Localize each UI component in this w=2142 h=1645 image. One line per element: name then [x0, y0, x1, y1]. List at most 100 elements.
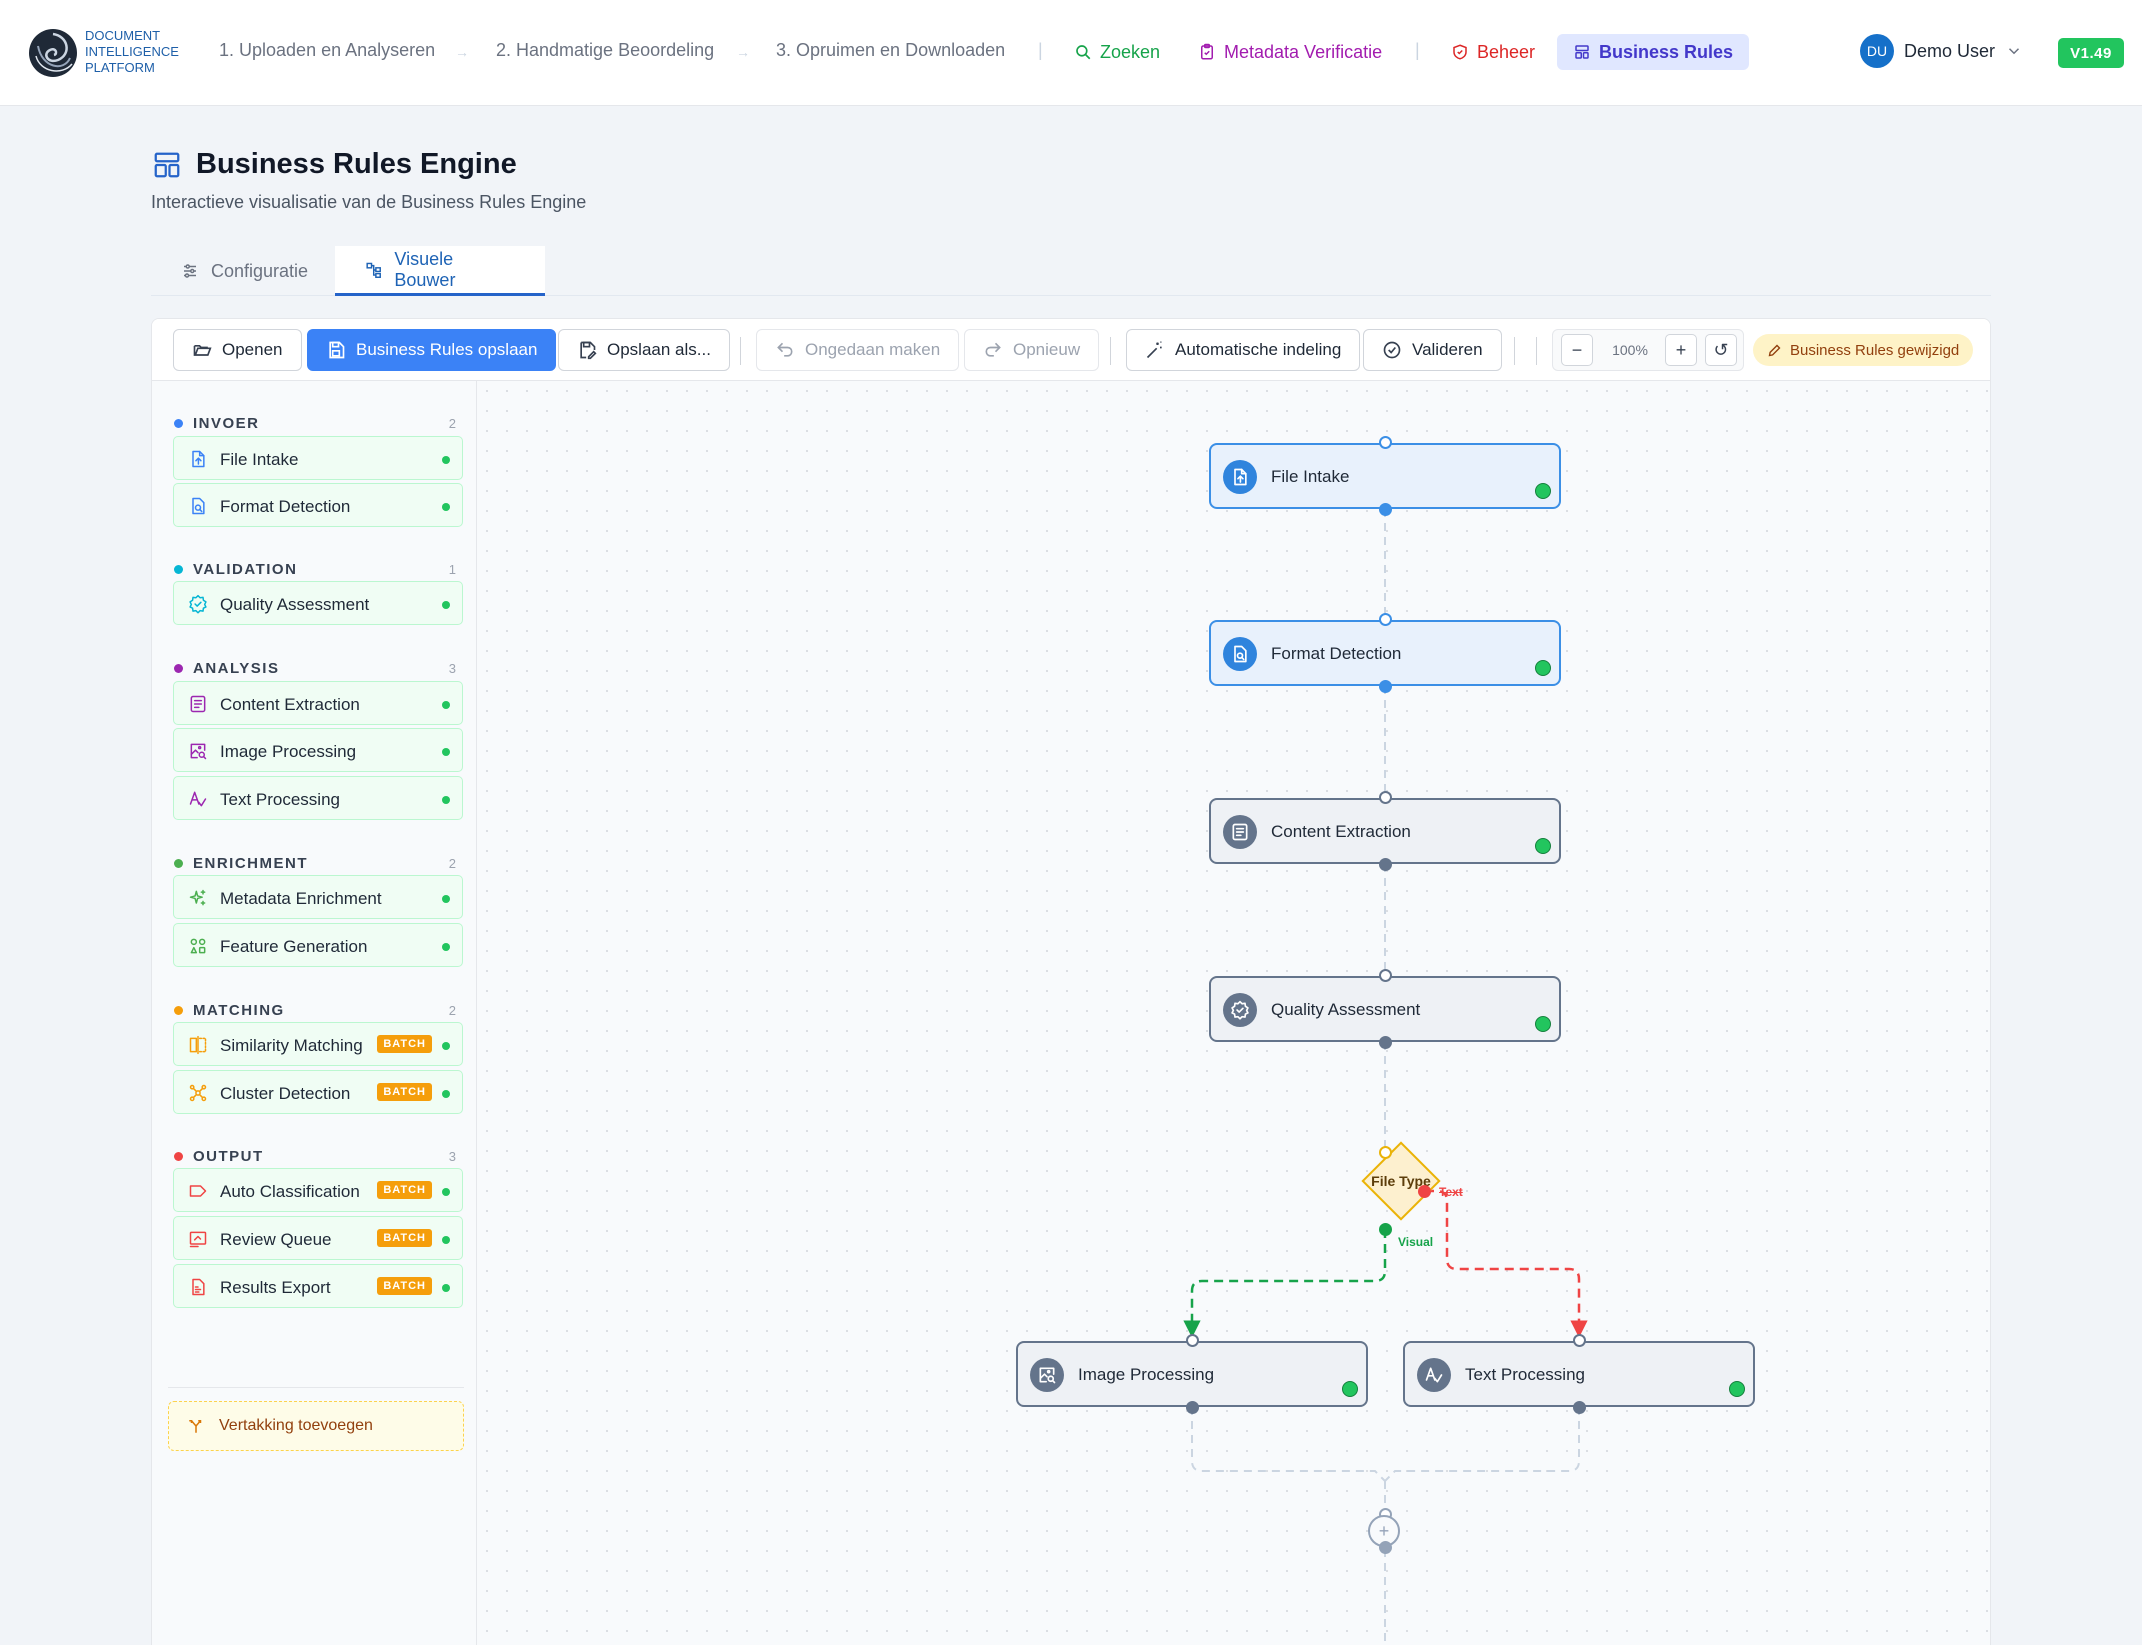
- node-output-handle[interactable]: [1378, 858, 1392, 871]
- brand-name[interactable]: DOCUMENT INTELLIGENCE PLATFORM: [85, 28, 205, 76]
- save-business-rules-button[interactable]: Business Rules opslaan: [307, 329, 557, 371]
- flow-edges: [1183, 509, 1588, 1645]
- save-as-button-label: Opslaan als...: [607, 340, 711, 359]
- node-label: Format Detection: [1271, 644, 1402, 663]
- node-input-handle[interactable]: [1378, 969, 1392, 982]
- palette-item-content-extraction[interactable]: Content Extraction: [173, 681, 463, 725]
- nav-link-admin[interactable]: Beheer: [1443, 34, 1543, 70]
- text-check-icon: [1425, 1367, 1443, 1383]
- node-input-handle[interactable]: [1378, 791, 1392, 804]
- flow-node-file-intake[interactable]: File Intake: [1209, 443, 1561, 509]
- node-input-handle[interactable]: [1378, 436, 1392, 449]
- palette-item-label: Results Export: [220, 1278, 331, 1297]
- category-name: ENRICHMENT: [193, 855, 308, 872]
- layout-icon: [1575, 45, 1589, 59]
- zoom-in-button[interactable]: +: [1665, 334, 1697, 366]
- flow-node-content-extraction[interactable]: Content Extraction: [1209, 798, 1561, 864]
- decision-visual-handle[interactable]: [1379, 1223, 1392, 1236]
- reset-view-button[interactable]: ↺: [1705, 334, 1737, 366]
- edge-text-merge[interactable]: [1384, 1407, 1580, 1482]
- node-output-handle[interactable]: [1378, 503, 1392, 516]
- nav-link-metadata[interactable]: Metadata Verificatie: [1190, 34, 1390, 70]
- branch-icon: [189, 1420, 202, 1433]
- palette-item-quality-assessment[interactable]: Quality Assessment: [173, 581, 463, 625]
- tab-configuration[interactable]: Configuratie: [151, 246, 338, 296]
- palette-item-file-intake[interactable]: File Intake: [173, 436, 463, 480]
- decision-text-handle[interactable]: [1418, 1185, 1431, 1198]
- category-dot: [174, 859, 183, 868]
- node-output-handle[interactable]: [1572, 1401, 1586, 1414]
- visual-builder-panel: Openen Business Rules opslaan Opslaan al…: [151, 318, 1991, 1645]
- palette-divider: [168, 1387, 464, 1388]
- tab-visual-builder[interactable]: Visuele Bouwer: [335, 246, 545, 296]
- palette-item-image-processing[interactable]: Image Processing: [173, 728, 463, 772]
- zoom-controls: − 100% + ↺: [1552, 329, 1744, 371]
- palette-item-metadata-enrichment[interactable]: Metadata Enrichment: [173, 875, 463, 919]
- status-dot: [442, 748, 450, 756]
- category-name: MATCHING: [193, 1002, 285, 1019]
- validate-button-label: Valideren: [1412, 340, 1483, 359]
- edge-image-merge[interactable]: [1191, 1407, 1386, 1482]
- auto-layout-button[interactable]: Automatische indeling: [1126, 329, 1361, 371]
- nav-link-search-label: Zoeken: [1100, 41, 1161, 62]
- palette-item-format-detection[interactable]: Format Detection: [173, 483, 463, 527]
- nav-link-business-rules[interactable]: Business Rules: [1557, 34, 1750, 70]
- edge-decision-text[interactable]: [1425, 1189, 1588, 1338]
- flow-node-quality-assessment[interactable]: Quality Assessment: [1209, 976, 1561, 1042]
- flow-node-image-processing[interactable]: Image Processing: [1016, 1341, 1368, 1407]
- node-input-handle[interactable]: [1572, 1334, 1586, 1347]
- image-search-icon: [1039, 1367, 1056, 1384]
- undo-button[interactable]: Ongedaan maken: [756, 329, 960, 371]
- validate-button[interactable]: Valideren: [1363, 329, 1502, 371]
- avatar: DU: [1860, 34, 1894, 68]
- category-count: 2: [448, 416, 456, 431]
- node-input-handle[interactable]: [1378, 613, 1392, 626]
- palette-item-icon: [188, 936, 208, 956]
- nav-step-review[interactable]: 2. Handmatige Beoordeling: [496, 40, 715, 60]
- open-button[interactable]: Openen: [173, 329, 302, 371]
- verified-badge-icon: [189, 594, 207, 614]
- palette-item-feature-generation[interactable]: Feature Generation: [173, 923, 463, 967]
- node-input-handle[interactable]: [1185, 1334, 1199, 1347]
- folder-open-icon: [193, 345, 212, 356]
- node-output-handle[interactable]: [1378, 680, 1392, 693]
- nav-step-cleanup[interactable]: 3. Opruimen en Downloaden: [776, 40, 1006, 60]
- toolbar-divider: [1514, 337, 1515, 365]
- flow-node-text-processing[interactable]: Text Processing: [1403, 1341, 1755, 1407]
- undo-button-label: Ongedaan maken: [805, 340, 941, 359]
- batch-badge: BATCH: [377, 1083, 432, 1101]
- layout-icon: [154, 152, 180, 178]
- user-menu[interactable]: DU Demo User: [1860, 34, 2023, 68]
- palette-item-icon: [188, 694, 208, 714]
- redo-icon: [985, 342, 1001, 357]
- save-as-button[interactable]: Opslaan als...: [558, 329, 730, 371]
- nav-link-search[interactable]: Zoeken: [1066, 34, 1168, 70]
- status-dot: [442, 1284, 450, 1292]
- shield-icon: [1453, 44, 1467, 60]
- palette-item-text-processing[interactable]: Text Processing: [173, 776, 463, 820]
- flow-node-format-detection[interactable]: Format Detection: [1209, 620, 1561, 686]
- add-branch-button[interactable]: Vertakking toevoegen: [168, 1401, 464, 1451]
- nav-step-upload[interactable]: 1. Uploaden en Analyseren: [219, 40, 436, 60]
- node-output-handle[interactable]: [1378, 1036, 1392, 1049]
- add-branch-label: Vertakking toevoegen: [219, 1417, 373, 1434]
- node-output-handle[interactable]: [1185, 1401, 1199, 1414]
- file-upload-icon: [1234, 468, 1247, 486]
- redo-button[interactable]: Opnieuw: [964, 329, 1100, 371]
- palette-item-icon: [188, 1277, 208, 1297]
- decision-node-label: File Type: [1371, 1173, 1431, 1189]
- decision-input-handle[interactable]: [1379, 1146, 1392, 1159]
- merge-output-handle[interactable]: [1379, 1541, 1392, 1554]
- text-check-icon: [189, 791, 207, 807]
- edge-decision-visual[interactable]: [1183, 1229, 1387, 1338]
- node-status-indicator: [1342, 1381, 1358, 1397]
- platform-logo-icon[interactable]: [28, 28, 78, 78]
- zoom-out-button[interactable]: −: [1561, 334, 1593, 366]
- review-icon: [189, 1231, 207, 1248]
